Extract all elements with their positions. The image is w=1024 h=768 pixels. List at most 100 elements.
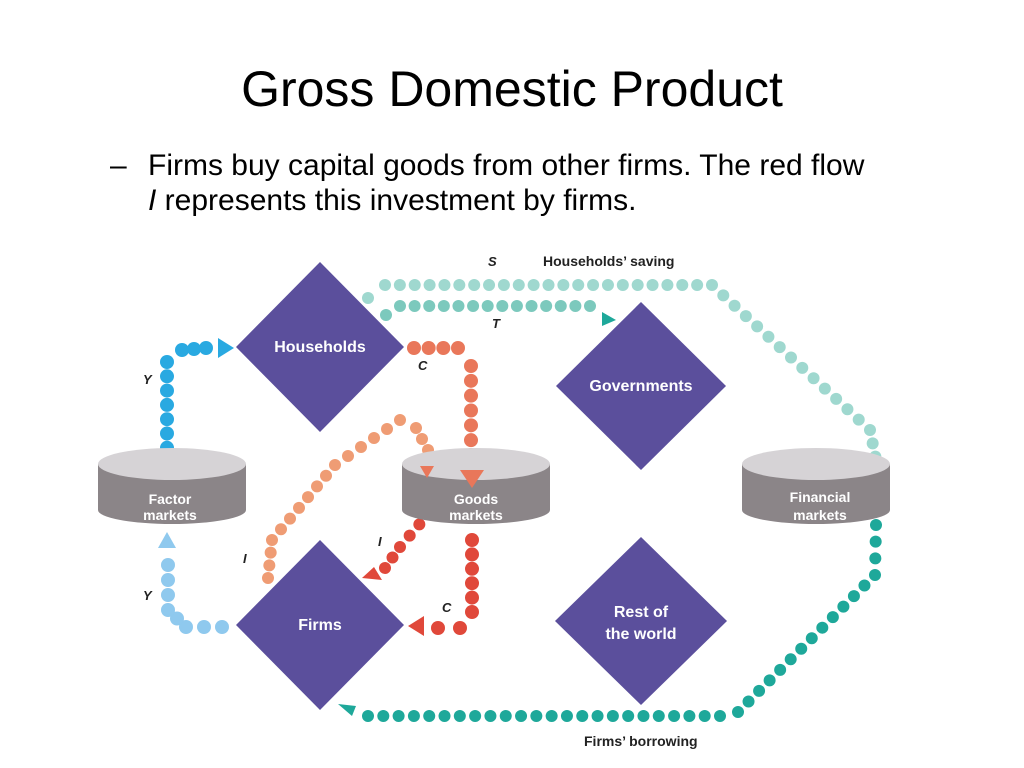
- borrowing-flow-dot: [774, 663, 787, 676]
- borrowing-flow-dot: [732, 706, 744, 718]
- borrowing-flow-dot: [869, 569, 881, 581]
- y-factor-dot: [197, 620, 211, 634]
- saving-flow-dot: [557, 279, 570, 291]
- saving-flow-dot: [453, 279, 466, 291]
- c-consumption-dot: [464, 433, 478, 448]
- c-firms-dot: [465, 561, 479, 576]
- y-factor-arrowhead: [158, 532, 176, 548]
- borrowing-flow-dot: [870, 519, 882, 531]
- bullet-text: Firms buy capital goods from other firms…: [148, 148, 990, 218]
- borrowing-flow-dot: [858, 579, 871, 592]
- y-income-dot: [199, 341, 213, 355]
- saving-flow-dot: [841, 403, 854, 416]
- saving-flow-dot: [691, 279, 704, 291]
- c-consumption-dot: [451, 341, 465, 355]
- rest-of-world-node: Rest of the world: [555, 537, 727, 705]
- i-loop-dot: [262, 572, 274, 584]
- goods-markets-body: [402, 464, 550, 524]
- governments-node: Governments: [556, 302, 726, 470]
- t-flow-label: T: [492, 316, 501, 331]
- borrowing-flow-dot: [499, 710, 512, 722]
- bullet-text-part-2: represents this investment by firms.: [156, 184, 637, 217]
- i-loop-arrowhead: [420, 466, 434, 478]
- factor-markets-label-line-1: Factor: [149, 491, 192, 507]
- t-flow-dot: [525, 300, 538, 312]
- i-loop-dot: [320, 469, 332, 482]
- i-loop-dot: [394, 414, 406, 426]
- i-loop-dot: [266, 534, 278, 546]
- borrowing-flow-dot: [622, 710, 635, 722]
- borrowing-flow-dot: [377, 710, 390, 722]
- c-consumption-dot: [464, 418, 478, 433]
- saving-flow-dot: [751, 320, 764, 333]
- c-top-label: C: [418, 358, 428, 373]
- bullet-dash: –: [110, 149, 127, 182]
- i-left-label: I: [243, 551, 247, 566]
- saving-flow-dot: [796, 361, 809, 374]
- y-factor-dot: [161, 603, 175, 617]
- y-income-dot: [187, 342, 201, 356]
- y-income-dot: [160, 369, 174, 384]
- borrowing-flow-dot: [753, 684, 766, 697]
- saving-flow-dot: [676, 279, 689, 291]
- borrowing-flow-dot: [763, 674, 776, 687]
- saving-flow-dot: [717, 289, 730, 302]
- saving-flow-dot: [661, 279, 674, 291]
- t-taxes-arrowhead: [602, 312, 616, 326]
- saving-flow-dot: [739, 310, 752, 323]
- borrowing-flow-dot: [362, 710, 374, 722]
- c-consumption-dot: [464, 403, 478, 418]
- i-investment-dot: [394, 541, 406, 553]
- t-flow-dot: [584, 300, 596, 312]
- saving-flow-dot: [512, 279, 525, 291]
- households-diamond: [236, 262, 404, 432]
- c-consumption-dot: [436, 341, 451, 355]
- saving-flow-dot: [542, 279, 555, 291]
- t-flow-dot: [569, 300, 582, 312]
- c-firms-dot: [453, 621, 467, 635]
- firms-diamond: [236, 540, 404, 710]
- saving-flow-dot: [601, 279, 614, 291]
- i-investment-dot: [413, 518, 426, 531]
- saving-flow-dot: [362, 292, 374, 304]
- factor-markets-top: [98, 448, 246, 480]
- y-income-dot: [160, 383, 174, 398]
- i-loop-dot: [284, 512, 296, 525]
- t-flow-dot: [452, 300, 465, 312]
- t-flow-dot: [394, 300, 406, 312]
- slide-title: Gross Domestic Product: [241, 61, 783, 117]
- c-consumption-arrowhead: [460, 470, 484, 488]
- y-factor-dot: [161, 558, 175, 572]
- saving-flow-dot: [572, 279, 585, 291]
- borrowing-flow-dot: [469, 710, 482, 722]
- s-flow-label: S: [488, 254, 497, 269]
- i-loop-dot: [381, 423, 393, 435]
- saving-flow-dot: [818, 382, 831, 395]
- i-loop-dot: [302, 491, 314, 504]
- t-flow-dot: [423, 300, 436, 312]
- financial-markets-label-line-2: markets: [793, 507, 847, 523]
- rest-of-world-label-line-1: Rest of: [614, 604, 669, 621]
- rest-of-world-diamond: [555, 537, 727, 705]
- i-loop-dot: [416, 433, 428, 445]
- i-loop-dot: [275, 523, 287, 536]
- y-income-dot: [160, 426, 174, 441]
- factor-markets-cylinder: Factor markets: [98, 448, 246, 524]
- borrowing-flow-dot: [423, 710, 436, 722]
- financial-markets-body: [742, 464, 890, 524]
- firms-node: Firms: [236, 540, 404, 710]
- governments-label: Governments: [589, 378, 692, 395]
- y-top-label: Y: [143, 372, 153, 387]
- borrowing-flow-dot: [438, 710, 451, 722]
- i-investment-dot: [403, 529, 416, 542]
- financial-markets-label-line-1: Financial: [790, 489, 851, 505]
- y-income-arrowhead: [218, 338, 234, 358]
- saving-flow-dot: [631, 279, 644, 291]
- borrowing-flow-dot: [698, 710, 711, 722]
- bullet-text-part-1: Firms buy capital goods from other firms…: [148, 149, 865, 182]
- households-node: Households: [236, 262, 404, 432]
- i-loop-dot: [263, 559, 276, 572]
- saving-flow-dot: [587, 279, 600, 291]
- c-firms-arrowhead: [408, 616, 424, 636]
- i-loop-dot: [329, 459, 341, 471]
